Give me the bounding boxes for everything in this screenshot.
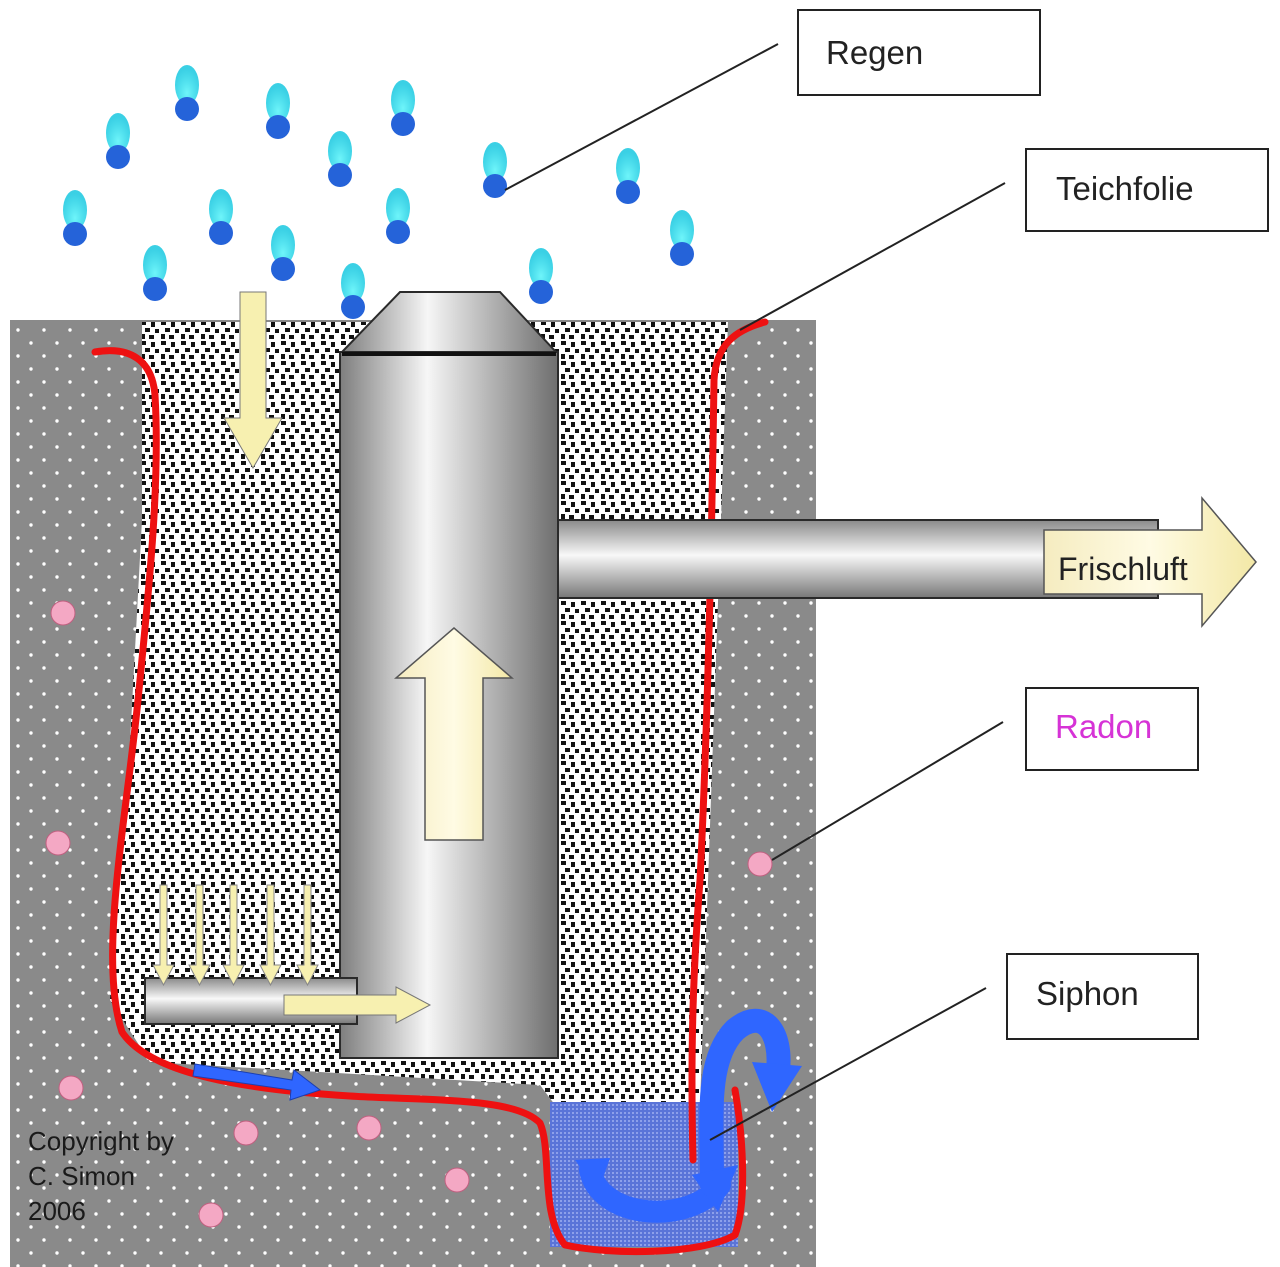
- fresh-air-arrow: [1043, 495, 1257, 629]
- svg-text:Copyright by: Copyright by: [28, 1126, 174, 1156]
- label-siphon: Siphon: [1006, 953, 1199, 1040]
- radon-particles: [45, 600, 773, 1228]
- water-flow-arrow: [192, 1063, 322, 1101]
- drain-flow-arrow: [283, 986, 432, 1024]
- copyright-notice: Copyright by C. Simon 2006: [28, 1126, 174, 1226]
- svg-text:2006: 2006: [28, 1196, 86, 1226]
- fresh-air-label: Frischluft: [1058, 551, 1188, 587]
- label-liner: Teichfolie: [1025, 148, 1269, 232]
- svg-text:Siphon: Siphon: [1036, 975, 1139, 1012]
- label-rain: Regen: [797, 9, 1041, 96]
- pond-liner-right: [688, 318, 769, 1164]
- leader-lines: [504, 43, 1006, 1141]
- radon-label-text: Radon: [1055, 708, 1152, 745]
- rain-down-arrow: [223, 291, 283, 469]
- air-up-arrow: [393, 627, 515, 841]
- pond-liner: [91, 347, 747, 1256]
- svg-text:Regen: Regen: [826, 34, 923, 71]
- label-radon: Radon: [1025, 687, 1199, 771]
- svg-text:Teichfolie: Teichfolie: [1056, 170, 1194, 207]
- svg-text:C. Simon: C. Simon: [28, 1161, 135, 1191]
- seepage-arrows: [152, 884, 319, 987]
- rain-drops: [63, 65, 694, 319]
- vertical-pipe-cap: [339, 291, 559, 353]
